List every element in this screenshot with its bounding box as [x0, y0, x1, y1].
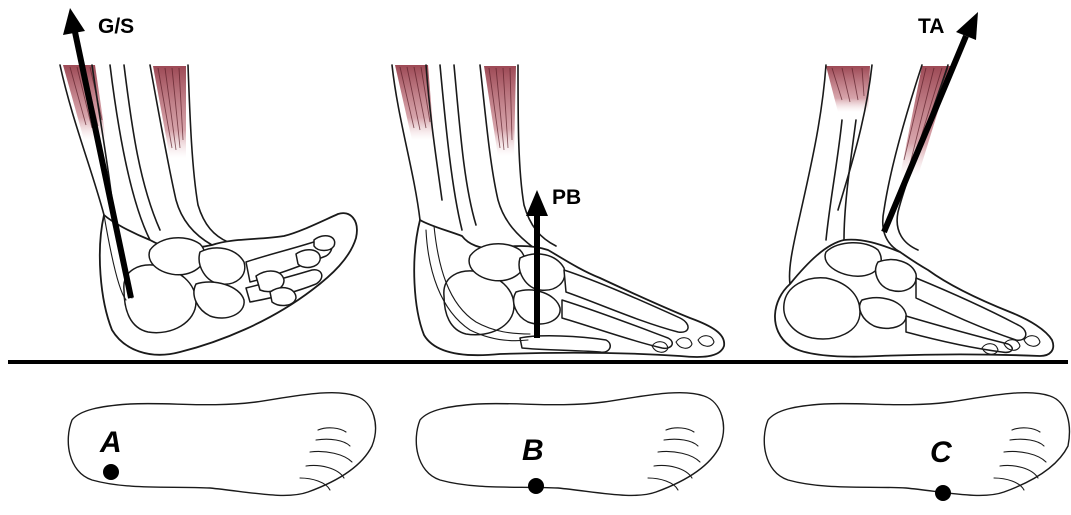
case-label-c: C — [930, 436, 953, 469]
panel-a-foot-illustration — [60, 65, 357, 355]
case-label-b: B — [522, 434, 544, 467]
case-label-a: A — [99, 426, 122, 459]
muscle-gastroc-c — [826, 66, 870, 112]
sole-print-c — [764, 393, 1069, 501]
force-arrow-ta — [884, 12, 978, 232]
panel-b-foot-illustration — [392, 65, 724, 357]
muscle-peroneus — [395, 65, 434, 140]
force-label-gs: G/S — [98, 15, 134, 38]
pressure-point-c — [935, 485, 951, 501]
sole-print-b — [416, 393, 723, 496]
pressure-point-a — [103, 464, 119, 480]
force-arrow-gs — [63, 8, 131, 298]
pressure-point-b — [528, 478, 544, 494]
force-label-pb: PB — [552, 186, 581, 209]
force-label-ta: TA — [918, 15, 944, 38]
panel-c-foot-illustration — [775, 65, 1053, 357]
